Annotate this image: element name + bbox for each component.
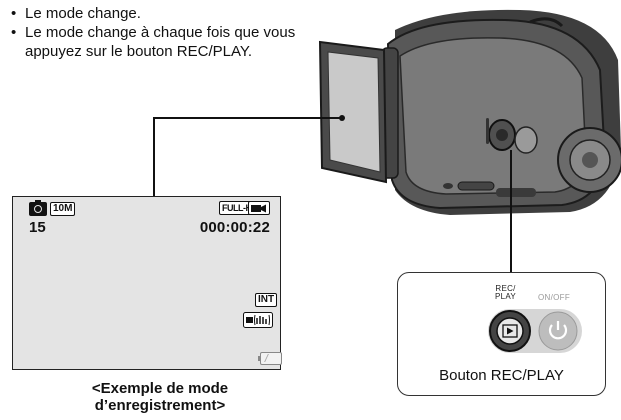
lcd-leader-horizontal [153, 117, 343, 119]
video-mode-icon [248, 201, 270, 215]
caption-line: d’enregistrement> [50, 397, 270, 414]
internal-memory-icon: INT [255, 293, 277, 307]
stabilizer-icon [243, 312, 273, 328]
shots-remaining: 15 [29, 219, 46, 236]
button-pair [484, 303, 584, 359]
rec-play-button-label: Bouton REC/PLAY [398, 367, 605, 384]
onoff-label: ON/OFF [538, 293, 570, 302]
note-item: Le mode change à chaque fois que vous ap… [8, 23, 308, 61]
recording-timecode: 000:00:22 [200, 219, 270, 236]
battery-icon [260, 352, 282, 365]
lcd-leader-vertical [153, 117, 155, 197]
mode-notes: Le mode change. Le mode change à chaque … [8, 4, 308, 61]
rec-play-label: REC/ PLAY [495, 285, 516, 301]
caption-line: <Exemple de mode [50, 380, 270, 397]
lcd-example-caption: <Exemple de mode d’enregistrement> [50, 380, 270, 414]
camera-mode-icon [29, 202, 47, 216]
lcd-display-example: 10M FULL-HD 15 000:00:22 INT [12, 196, 281, 370]
rec-play-callout: REC/ PLAY ON/OFF Bouton REC/PLAY [397, 272, 606, 396]
note-item: Le mode change. [8, 4, 308, 23]
camcorder-illustration [300, 0, 621, 230]
resolution-badge: 10M [50, 202, 75, 216]
